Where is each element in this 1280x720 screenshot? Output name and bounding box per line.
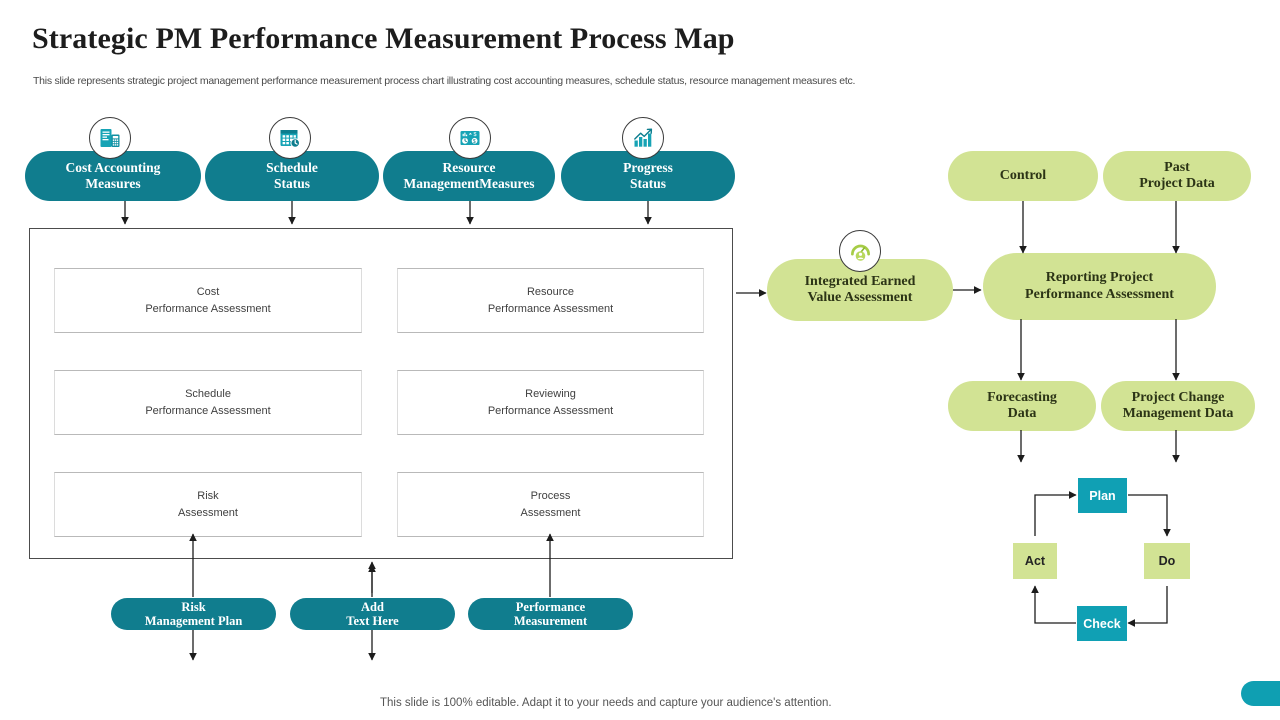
bottom-pill-risk-management-plan[interactable]: Risk Management Plan [111, 598, 276, 630]
gauge-person-icon [839, 230, 881, 272]
page-subtitle: This slide represents strategic project … [33, 75, 856, 87]
pill-line-2: Measurement [513, 614, 588, 628]
pill-line-1: Project Change [1131, 389, 1225, 405]
pdca-check-box[interactable]: Check [1077, 606, 1127, 641]
cell-line-2: Performance Assessment [145, 302, 271, 315]
calendar-clock-icon [269, 117, 311, 159]
bar-chart-growth-icon [622, 117, 664, 159]
assessment-cell-cost-performance[interactable]: Cost Performance Assessment [54, 268, 362, 333]
pdca-act-label: Act [1024, 554, 1046, 568]
assessment-cell-resource-performance[interactable]: Resource Performance Assessment [397, 268, 704, 333]
cell-line-1: Risk [197, 490, 219, 502]
pill-line-2: Management Plan [144, 614, 243, 628]
pdca-do-label: Do [1158, 554, 1176, 568]
cell-line-2: Performance Assessment [145, 404, 271, 417]
pill-line-1: Schedule [266, 160, 318, 176]
pill-line-2: Measures [85, 176, 141, 191]
pill-line-1: Forecasting [987, 389, 1057, 405]
pdca-do-box[interactable]: Do [1144, 543, 1190, 579]
resource-dashboard-icon: $ $ [449, 117, 491, 159]
pill-line-2: Value Assessment [807, 290, 913, 305]
corner-accent-pill [1241, 681, 1280, 706]
cell-line-1: Resource [526, 286, 575, 298]
footer-note: This slide is 100% editable. Adapt it to… [380, 697, 832, 709]
pill-line-1: Integrated Earned [804, 273, 916, 289]
page-title: Strategic PM Performance Measurement Pro… [32, 22, 735, 55]
pill-line-2: ManagementMeasures [403, 176, 535, 191]
cell-line-1: Process [530, 490, 571, 502]
cell-line-2: Performance Assessment [487, 302, 614, 315]
bottom-pill-performance-measurement[interactable]: Performance Measurement [468, 598, 633, 630]
pill-line-2: Performance Assessment [1025, 286, 1174, 302]
reporting-project-performance-assessment-pill[interactable]: Reporting Project Performance Assessment [983, 253, 1216, 320]
assessment-cell-schedule-performance[interactable]: Schedule Performance Assessment [54, 370, 362, 435]
assessment-cell-risk[interactable]: Risk Assessment [54, 472, 362, 537]
pill-line-2: Status [629, 176, 666, 191]
pill-line-1: Progress [623, 160, 673, 176]
svg-text:$: $ [473, 139, 476, 145]
pdca-check-label: Check [1083, 616, 1121, 631]
bottom-pill-add-text-here[interactable]: Add Text Here [290, 598, 455, 630]
pill-line-1: Resource [442, 160, 496, 176]
assessment-cell-process[interactable]: Process Assessment [397, 472, 704, 537]
cell-line-1: Reviewing [525, 388, 576, 400]
cell-line-1: Cost [196, 286, 220, 298]
control-pill[interactable]: Control [948, 151, 1098, 201]
pill-line-2: Data [1007, 406, 1037, 421]
input-pill-schedule-status[interactable]: Schedule Status [205, 151, 379, 201]
pill-line-1: Cost Accounting [65, 160, 161, 176]
project-change-management-data-pill[interactable]: Project Change Management Data [1101, 381, 1255, 431]
pdca-plan-box[interactable]: Plan [1078, 478, 1127, 513]
pill-line-1: Performance [515, 599, 586, 614]
pdca-act-box[interactable]: Act [1013, 543, 1057, 579]
input-pill-progress-status[interactable]: Progress Status [561, 151, 735, 201]
pill-line-1: Add [361, 599, 384, 614]
svg-text:$: $ [474, 132, 477, 138]
pill-line-1: Risk [181, 599, 206, 614]
assessment-container: Cost Performance Assessment Resource Per… [29, 228, 733, 559]
pill-line-2: Project Data [1139, 176, 1215, 191]
pill-line-2: Status [273, 176, 310, 191]
invoice-calculator-icon [89, 117, 131, 159]
past-project-data-pill[interactable]: Past Project Data [1103, 151, 1251, 201]
input-pill-cost-accounting-measures[interactable]: Cost Accounting Measures [25, 151, 201, 201]
pill-line-1: Reporting Project [1045, 270, 1154, 286]
pill-line-1: Control [999, 167, 1047, 183]
assessment-cell-reviewing-performance[interactable]: Reviewing Performance Assessment [397, 370, 704, 435]
pill-line-2: Management Data [1122, 406, 1234, 421]
input-pill-resource-management-measures[interactable]: Resource ManagementMeasures [383, 151, 555, 201]
forecasting-data-pill[interactable]: Forecasting Data [948, 381, 1096, 431]
cell-line-2: Assessment [520, 506, 581, 519]
cell-line-2: Assessment [178, 506, 238, 519]
pill-line-1: Past [1164, 159, 1190, 175]
cell-line-2: Performance Assessment [487, 404, 614, 417]
pill-line-2: Text Here [346, 614, 399, 628]
pdca-plan-label: Plan [1089, 488, 1116, 503]
cell-line-1: Schedule [185, 388, 231, 400]
